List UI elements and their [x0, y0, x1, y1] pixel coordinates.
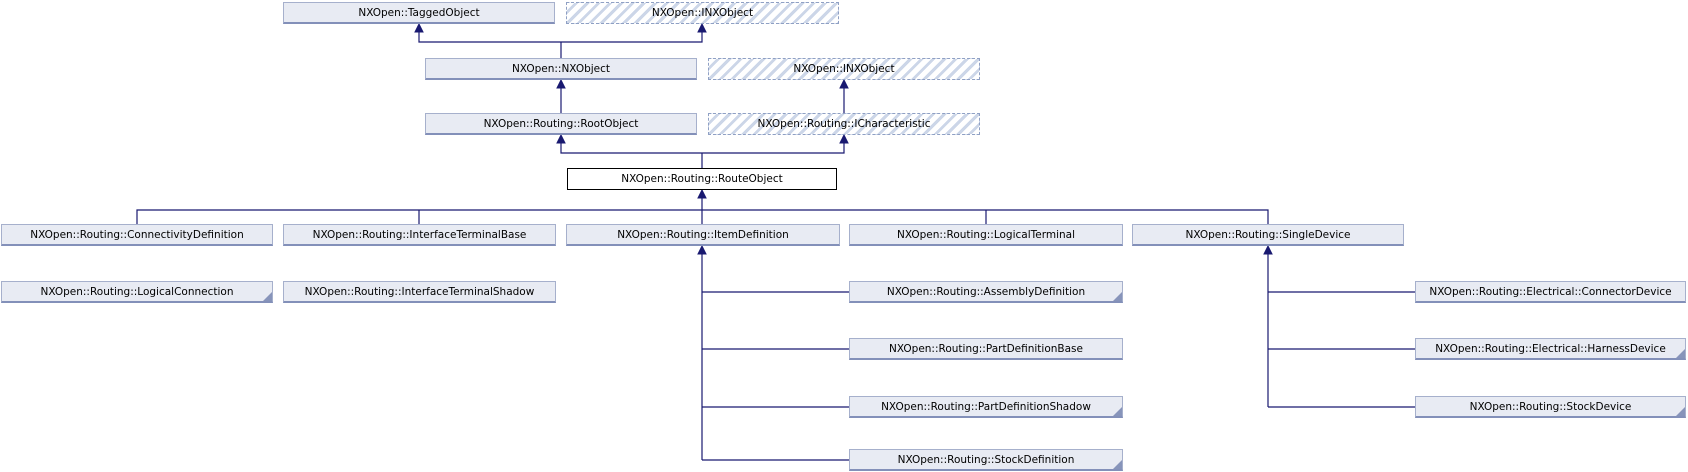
class-node-singledevice[interactable]: NXOpen::Routing::SingleDevice: [1132, 224, 1404, 246]
class-node-assemblydefinition[interactable]: NXOpen::Routing::AssemblyDefinition: [849, 281, 1123, 303]
edge-subclasses-to-routeobject: [136, 188, 1269, 224]
class-node-connectivitydefinition[interactable]: NXOpen::Routing::ConnectivityDefinition: [1, 224, 273, 246]
class-node-stockdefinition[interactable]: NXOpen::Routing::StockDefinition: [849, 449, 1123, 471]
class-node-logicalconnection[interactable]: NXOpen::Routing::LogicalConnection: [1, 281, 273, 303]
class-node-routeobject-current: NXOpen::Routing::RouteObject: [567, 168, 837, 190]
class-node-taggedobject[interactable]: NXOpen::TaggedObject: [283, 2, 555, 24]
class-node-rootobject[interactable]: NXOpen::Routing::RootObject: [425, 113, 697, 135]
class-node-stockdevice[interactable]: NXOpen::Routing::StockDevice: [1415, 396, 1686, 418]
class-node-inxobject-top: NXOpen::INXObject: [566, 2, 839, 24]
class-node-interfaceterminalshadow[interactable]: NXOpen::Routing::InterfaceTerminalShadow: [283, 281, 556, 303]
edge-rootobject-to-nxobject: [556, 78, 566, 113]
edge-routeobject-to-bases: [556, 133, 849, 168]
class-node-inxobject-mid: NXOpen::INXObject: [708, 58, 980, 80]
class-node-connectordevice[interactable]: NXOpen::Routing::Electrical::ConnectorDe…: [1415, 281, 1686, 303]
class-node-itemdefinition[interactable]: NXOpen::Routing::ItemDefinition: [566, 224, 840, 246]
edge-icharacteristic-to-inxobject: [839, 78, 849, 113]
class-node-nxobject[interactable]: NXOpen::NXObject: [425, 58, 697, 80]
class-node-logicalterminal[interactable]: NXOpen::Routing::LogicalTerminal: [849, 224, 1123, 246]
class-node-partdefinitionbase[interactable]: NXOpen::Routing::PartDefinitionBase: [849, 338, 1123, 360]
class-node-interfaceterminalbase[interactable]: NXOpen::Routing::InterfaceTerminalBase: [283, 224, 556, 246]
class-node-partdefinitionshadow[interactable]: NXOpen::Routing::PartDefinitionShadow: [849, 396, 1123, 418]
class-node-icharacteristic: NXOpen::Routing::ICharacteristic: [708, 113, 980, 135]
edge-nxobject-to-bases: [414, 22, 707, 58]
edge-children-to-singledevice: [1263, 244, 1415, 408]
edge-children-to-itemdefinition: [697, 244, 849, 461]
class-node-harnessdevice[interactable]: NXOpen::Routing::Electrical::HarnessDevi…: [1415, 338, 1686, 360]
